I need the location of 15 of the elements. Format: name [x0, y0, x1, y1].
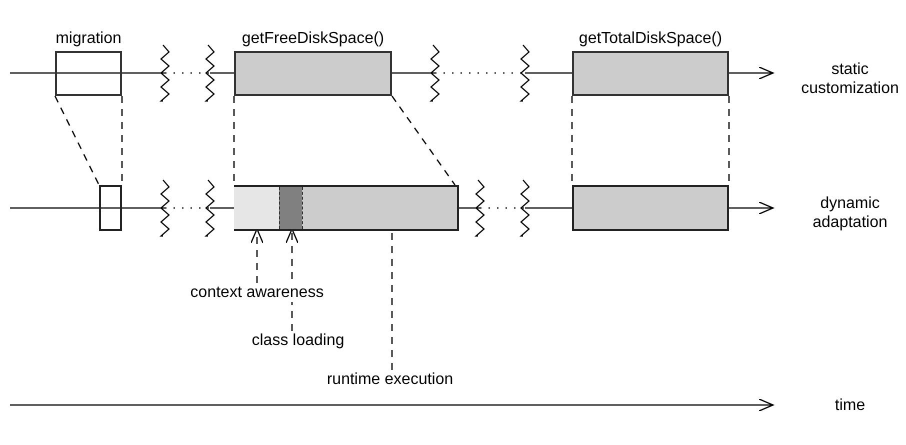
axis-label: time: [834, 396, 866, 415]
row-label: static customization: [800, 60, 900, 98]
function-label: migration: [56, 29, 122, 48]
projection-line: [391, 96, 456, 186]
function-label: getTotalDiskSpace(): [578, 29, 722, 48]
time-slot-box: [234, 185, 459, 231]
function-label: getFreeDiskSpace(): [242, 29, 384, 48]
projection-line: [54, 96, 100, 186]
annotation-label: class loading: [250, 331, 346, 350]
phase-segment: [279, 187, 302, 229]
time-slot-box: [99, 185, 122, 231]
annotation-label: context awareness: [188, 283, 326, 302]
phase-segment: [234, 187, 279, 229]
time-slot-box: [572, 185, 729, 231]
row-label: dynamic adaptation: [812, 194, 888, 232]
